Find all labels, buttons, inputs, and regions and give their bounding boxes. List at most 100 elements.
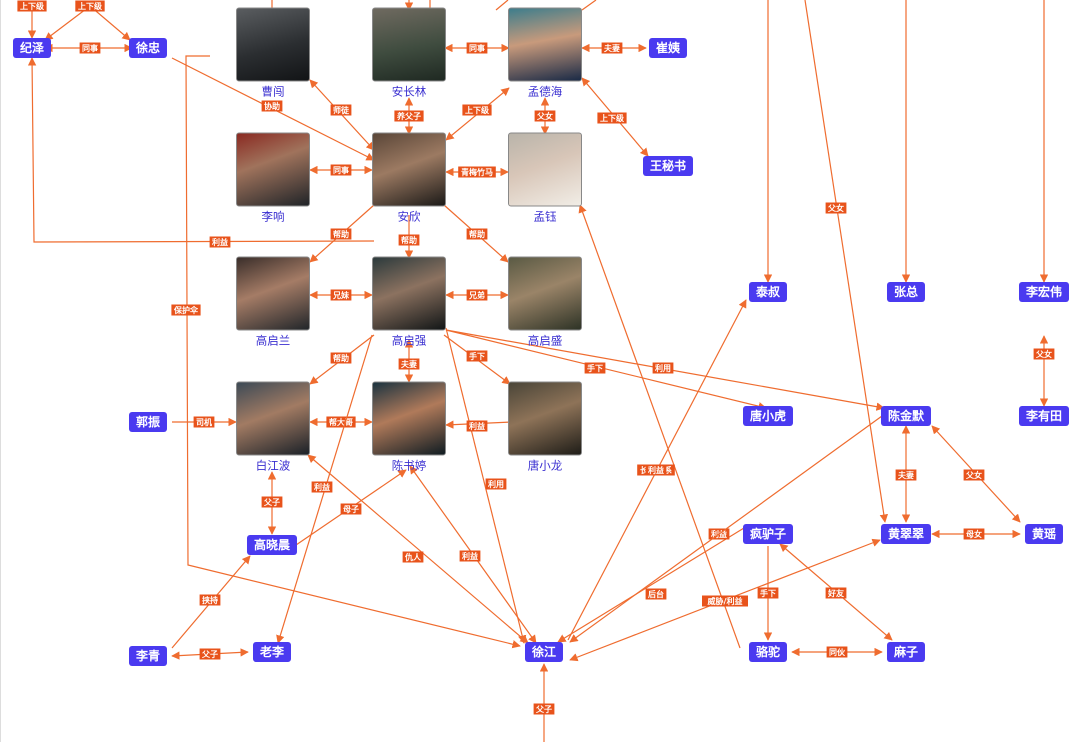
edge-label: 帮大哥: [329, 417, 353, 427]
node-gaoxiaochen[interactable]: 高晓晨: [246, 535, 298, 555]
node-mengdehai[interactable]: 孟德海: [508, 7, 582, 99]
edge-label: 师徒: [333, 105, 350, 115]
edge-label: 协助: [264, 101, 280, 111]
caption-mengdehai: 孟德海: [527, 84, 563, 99]
edge-label-bg: [702, 595, 748, 607]
node-anchanglin[interactable]: 安长林: [372, 7, 446, 99]
caption-lixiang: 李响: [261, 209, 285, 224]
avatar-mengyu: [508, 132, 582, 207]
edge-label: 父女: [536, 111, 553, 121]
edge-label: 同事: [333, 165, 349, 175]
node-taishu[interactable]: 泰叔: [748, 282, 788, 302]
avatar-gaoqilan: [236, 256, 310, 331]
avatar-gaoqiqiang: [372, 256, 446, 331]
edge-label-bg: [75, 0, 105, 12]
edge-label: 父子: [263, 498, 280, 507]
edge-label-bg: [326, 416, 356, 428]
edge-label: 母子: [343, 505, 359, 514]
edge-label-bg: [462, 104, 492, 116]
node-huangcuicui[interactable]: 黄翠翠: [880, 524, 932, 544]
edge-label: 利益: [647, 465, 664, 475]
edge-label: 养父子: [396, 111, 421, 121]
edge-label-bg: [330, 228, 352, 240]
node-lixiang[interactable]: 李响: [236, 132, 310, 224]
node-xujiang[interactable]: 徐江: [524, 642, 564, 662]
node-liyoutian[interactable]: 李有田: [1018, 406, 1070, 426]
node-lihongwei[interactable]: 李宏伟: [1018, 282, 1070, 302]
avatar-mengdehai: [508, 7, 582, 82]
edge-label-bg: [601, 42, 623, 54]
edge-label-bg: [193, 416, 215, 428]
avatar-anchanglin: [372, 7, 446, 82]
edge-label-bg: [652, 362, 674, 374]
edge-label-bg: [171, 304, 201, 316]
node-anxin[interactable]: 安欣: [372, 132, 446, 224]
node-wangmishu[interactable]: 王秘书: [642, 156, 694, 176]
edge-label-bg: [597, 112, 627, 124]
edge-label-bg: [584, 362, 606, 374]
edge-label: 同事: [82, 43, 98, 53]
node-chenjinmo[interactable]: 陈金默: [880, 406, 932, 426]
node-xuzhong[interactable]: 徐忠: [128, 38, 168, 58]
edge-label: 利益: [468, 421, 485, 431]
node-zhangzong[interactable]: 张总: [886, 282, 926, 302]
avatar-lixiang: [236, 132, 310, 207]
caption-baijiangbo: 白江波: [255, 458, 291, 473]
edge-label: 手下: [469, 351, 485, 361]
avatar-baijiangbo: [236, 381, 310, 456]
edge-label: 上下级: [78, 1, 103, 11]
node-caochuang[interactable]: 曹闯: [236, 7, 310, 99]
edge-label: 手下: [760, 588, 776, 598]
node-tangxiaolong[interactable]: 唐小龙: [508, 381, 582, 473]
edge-label-bg: [1033, 348, 1055, 360]
edge-label-bg: [825, 587, 847, 599]
node-guozhen[interactable]: 郭振: [128, 412, 168, 432]
node-fenglvzi[interactable]: 疯驴子: [742, 524, 794, 544]
edge-label: 司机: [196, 417, 212, 427]
avatar-chenshuting: [372, 381, 446, 456]
edge-label-bg: [330, 352, 352, 364]
edge-label-bg: [398, 358, 420, 370]
edge-label: 保护伞: [173, 305, 199, 315]
edge-line: [44, 5, 91, 41]
edge-label: 父子: [535, 705, 552, 714]
edge-label-bg: [79, 42, 101, 54]
node-gaoqisheng[interactable]: 高启盛: [508, 256, 582, 348]
edge-label: 母女: [966, 529, 982, 539]
edge-label: 利益: [461, 551, 478, 561]
edge-label-bg: [209, 236, 231, 248]
node-huangyao[interactable]: 黄瑶: [1024, 524, 1064, 544]
edge-label: 利用: [654, 363, 671, 373]
edge-label-bg: [330, 164, 352, 176]
node-mengyu[interactable]: 孟钰: [508, 132, 582, 224]
caption-tangxiaolong: 唐小龙: [527, 458, 563, 473]
edge-line-offscreen: [495, 0, 509, 11]
node-luotuo[interactable]: 骆驼: [748, 642, 788, 662]
edge-label: 父子: [201, 650, 218, 659]
edge-line: [89, 5, 131, 41]
edge-label: 父女: [827, 203, 844, 213]
edge-label-bg: [466, 420, 488, 432]
edge-label-bg: [17, 0, 47, 12]
node-mazi[interactable]: 麻子: [886, 642, 926, 662]
edge-line: [804, 0, 889, 523]
edge-label: 上下级: [600, 113, 625, 123]
edge-label: 利益: [313, 482, 330, 492]
node-baijiangbo[interactable]: 白江波: [236, 381, 310, 473]
node-tangxiaohu[interactable]: 唐小虎: [742, 406, 794, 426]
node-chenshuting[interactable]: 陈书婷: [372, 381, 446, 473]
node-laoli[interactable]: 老李: [252, 642, 292, 662]
edge-label: 上下级: [20, 1, 45, 11]
edge-label: 同伙: [829, 647, 846, 657]
node-jize[interactable]: 纪泽: [12, 38, 52, 58]
node-gaoqiqiang[interactable]: 高启强: [372, 256, 446, 348]
avatar-tangxiaolong: [508, 381, 582, 456]
node-gaoqilan[interactable]: 高启兰: [236, 256, 310, 348]
caption-gaoqisheng: 高启盛: [527, 333, 563, 348]
edge-label-bg: [533, 703, 555, 715]
node-liqing[interactable]: 李青: [128, 646, 168, 666]
edge-label: 仇人: [405, 552, 422, 562]
edge-label-bg: [466, 289, 488, 301]
node-cuiyi[interactable]: 崔姨: [648, 38, 688, 58]
